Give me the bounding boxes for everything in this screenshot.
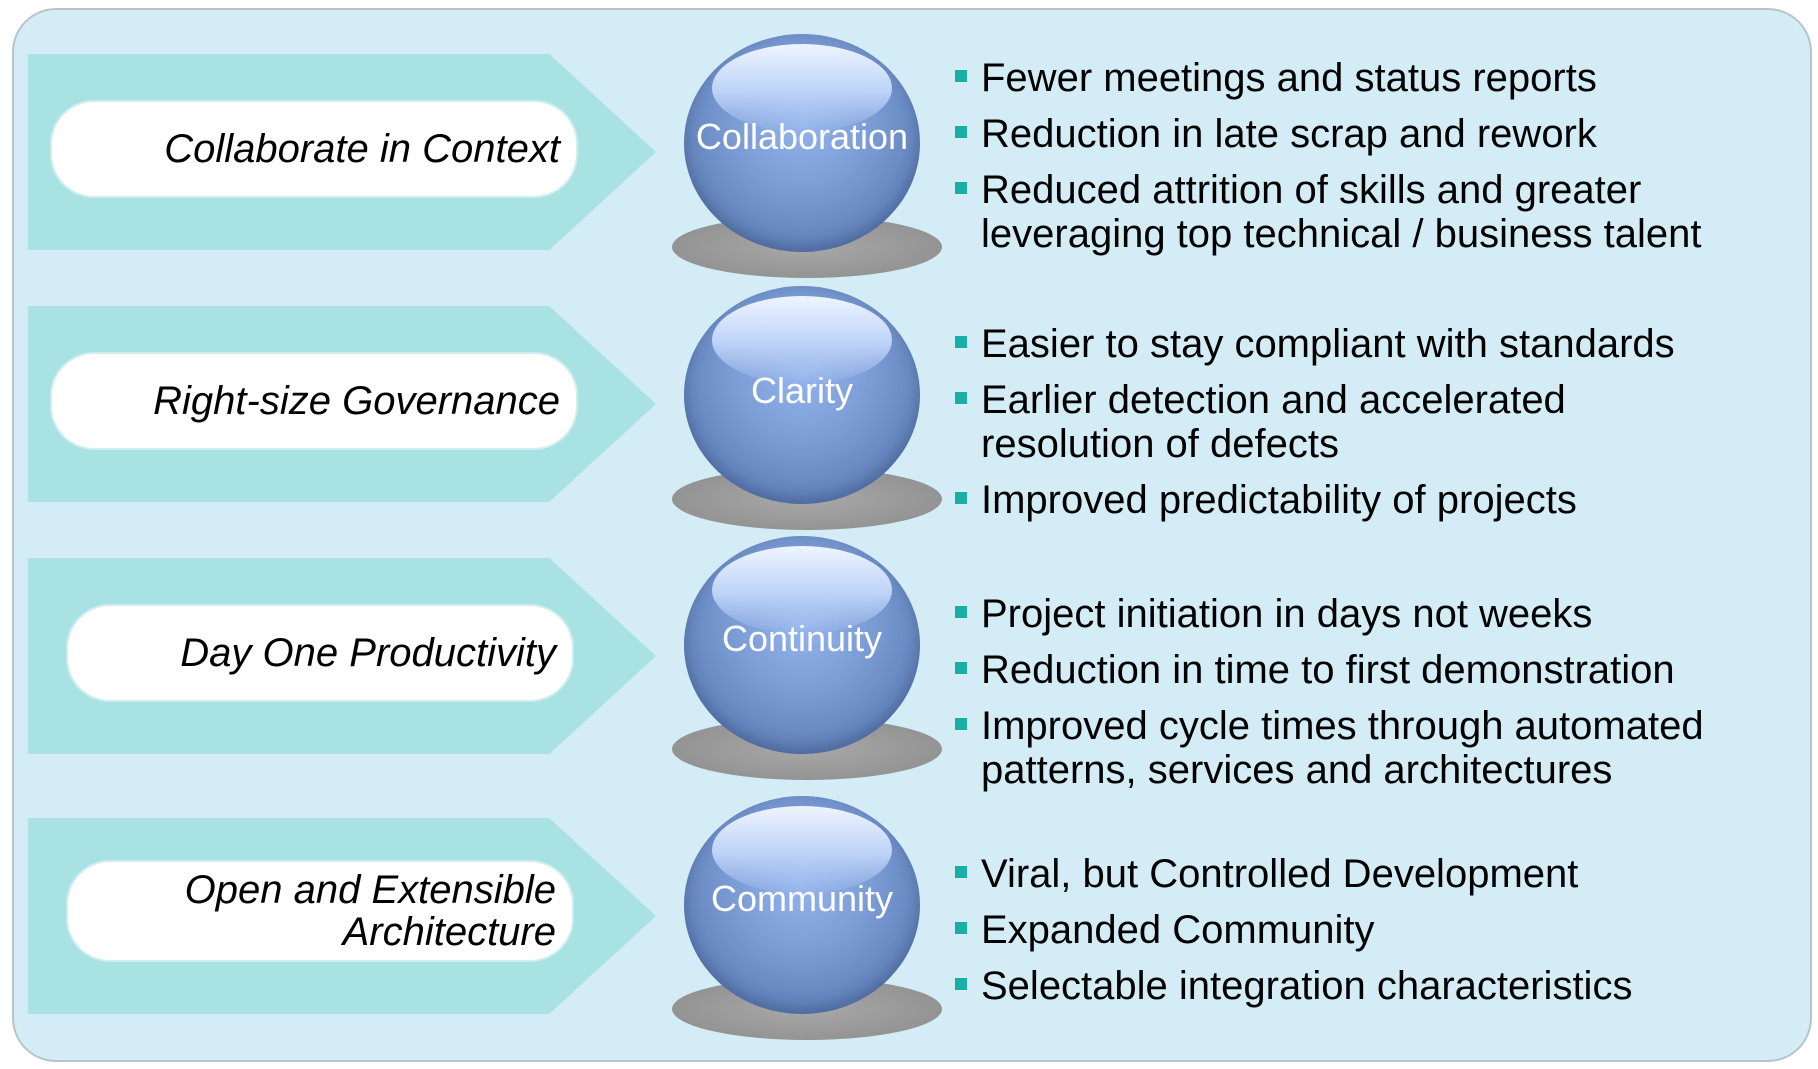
pillar-label: Day One Productivity bbox=[66, 604, 574, 702]
benefit-list: Easier to stay compliant with standards … bbox=[955, 322, 1675, 534]
bullet-square-icon bbox=[955, 922, 967, 934]
benefit-item: Expanded Community bbox=[955, 908, 1632, 952]
bullet-square-icon bbox=[955, 492, 967, 504]
pillar-label: Open and Extensible Architecture bbox=[66, 860, 574, 962]
pillar-text: Right-size Governance bbox=[153, 379, 560, 423]
bullet-square-icon bbox=[955, 70, 967, 82]
benefit-list: Fewer meetings and status reports Reduct… bbox=[955, 56, 1701, 268]
sphere-label: Collaboration bbox=[695, 116, 909, 157]
bullet-square-icon bbox=[955, 662, 967, 674]
pillar-label: Right-size Governance bbox=[50, 352, 578, 450]
benefit-item: Viral, but Controlled Development bbox=[955, 852, 1632, 896]
benefit-item: Easier to stay compliant with standards bbox=[955, 322, 1675, 366]
benefit-item: Reduction in late scrap and rework bbox=[955, 112, 1701, 156]
benefit-list: Project initiation in days not weeks Red… bbox=[955, 592, 1704, 804]
bullet-square-icon bbox=[955, 182, 967, 194]
pillar-text: Collaborate in Context bbox=[164, 127, 560, 171]
sphere-collaboration: Collaboration bbox=[684, 34, 920, 252]
pillar-text: Day One Productivity bbox=[180, 631, 556, 675]
benefit-item: Improved cycle times through automated p… bbox=[955, 704, 1704, 792]
sphere-label: Continuity bbox=[721, 618, 883, 659]
bullet-square-icon bbox=[955, 392, 967, 404]
pillar-text: Open and Extensible Architecture bbox=[184, 868, 556, 954]
sphere-label: Clarity bbox=[750, 370, 853, 411]
benefit-item: Fewer meetings and status reports bbox=[955, 56, 1701, 100]
sphere-clarity: Clarity bbox=[684, 286, 920, 504]
benefit-item: Earlier detection and accelerated resolu… bbox=[955, 378, 1675, 466]
sphere-label: Community bbox=[710, 878, 894, 919]
bullet-square-icon bbox=[955, 336, 967, 348]
benefit-item: Reduced attrition of skills and greater … bbox=[955, 168, 1701, 256]
bullet-square-icon bbox=[955, 606, 967, 618]
bullet-square-icon bbox=[955, 978, 967, 990]
benefit-list: Viral, but Controlled Development Expand… bbox=[955, 852, 1632, 1020]
sphere-continuity: Continuity bbox=[684, 536, 920, 754]
sphere-community: Community bbox=[684, 796, 920, 1014]
benefit-item: Improved predictability of projects bbox=[955, 478, 1675, 522]
benefit-item: Selectable integration characteristics bbox=[955, 964, 1632, 1008]
pillar-label: Collaborate in Context bbox=[50, 100, 578, 198]
bullet-square-icon bbox=[955, 126, 967, 138]
benefit-item: Reduction in time to first demonstration bbox=[955, 648, 1704, 692]
bullet-square-icon bbox=[955, 866, 967, 878]
benefit-item: Project initiation in days not weeks bbox=[955, 592, 1704, 636]
bullet-square-icon bbox=[955, 718, 967, 730]
